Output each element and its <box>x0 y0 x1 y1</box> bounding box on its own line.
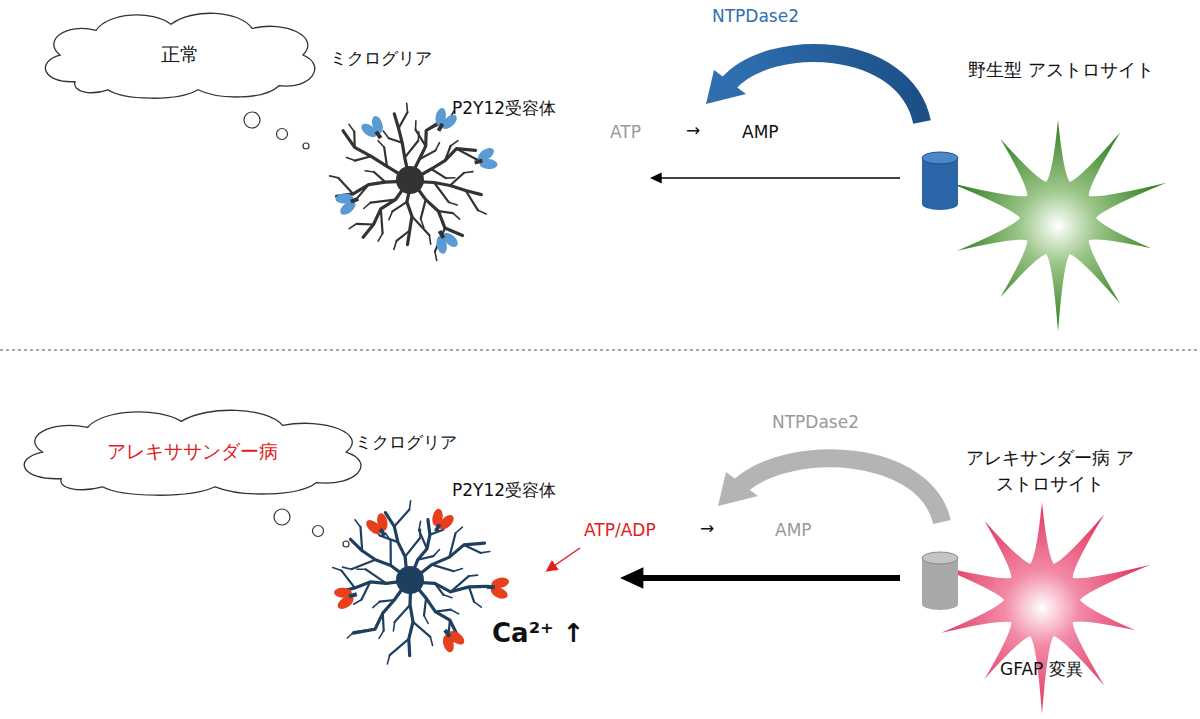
channel-cylinder <box>922 152 958 210</box>
thought-bubble <box>313 526 324 537</box>
ion-label: Ca²⁺ ↑ <box>492 618 585 649</box>
thought-bubble <box>277 129 288 140</box>
enzyme-arc <box>728 53 922 122</box>
astrocyte-cell <box>934 502 1151 714</box>
receptor <box>429 225 462 258</box>
astrocyte-cell <box>950 120 1167 332</box>
mutation-label: GFAP 変異 <box>1000 659 1083 679</box>
microglia-cell <box>330 103 501 260</box>
release-arrow <box>620 567 900 589</box>
thought-bubble <box>303 143 309 149</box>
thought-cloud: アレキササンダー病 <box>5 405 380 497</box>
thought-cloud: 正常 <box>30 8 330 100</box>
molecule-label: ATP/ADP <box>584 520 656 540</box>
molecule-label: AMP <box>775 520 812 540</box>
enzyme-arrowhead <box>718 472 758 506</box>
receptor <box>425 505 458 537</box>
enzyme-label: NTPDase2 <box>712 6 799 26</box>
receptor-label: P2Y12受容体 <box>452 480 556 500</box>
release-arrow <box>650 173 900 184</box>
cell-name: ミクログリア <box>355 432 457 452</box>
molecule-label: AMP <box>742 122 779 142</box>
thought-bubble <box>244 112 260 128</box>
cell-name: アレキサンダー病 アストロサイト <box>960 445 1140 497</box>
cell-group: ミクログリア P2Y12受容体 <box>320 40 650 280</box>
divider <box>0 349 1200 350</box>
cell-group: 野生型 アストロサイト <box>900 55 1192 325</box>
receptor <box>362 510 395 543</box>
arrow-symbol: → <box>686 120 700 140</box>
enzyme-label: NTPDase2 <box>772 412 859 432</box>
cell-name: 野生型 アストロサイト <box>968 59 1154 81</box>
channel-cylinder <box>922 552 958 610</box>
cell-group: アレキサンダー病 アストロサイト GFAP 変異 <box>900 445 1195 713</box>
receptor <box>331 582 360 612</box>
arrow-symbol: → <box>700 518 714 538</box>
receptor <box>332 187 362 218</box>
enzyme-arc <box>740 458 942 522</box>
state-label: アレキササンダー病 <box>5 440 380 463</box>
thought-bubble <box>343 541 349 547</box>
leader-arrow <box>548 548 580 570</box>
cell-name: ミクログリア <box>330 48 432 68</box>
receptor <box>435 623 469 656</box>
thought-bubble <box>274 509 290 525</box>
receptor <box>357 112 391 145</box>
microglia-cell <box>331 501 511 664</box>
receptor <box>486 574 511 601</box>
receptor <box>471 145 500 175</box>
molecule-label: ATP <box>610 122 641 142</box>
state-label: 正常 <box>30 43 330 66</box>
receptor-label: P2Y12受容体 <box>452 98 556 118</box>
enzyme-arrowhead <box>706 70 746 104</box>
cell-group: ミクログリア P2Y12受容体 Ca²⁺ ↑ <box>330 428 620 698</box>
